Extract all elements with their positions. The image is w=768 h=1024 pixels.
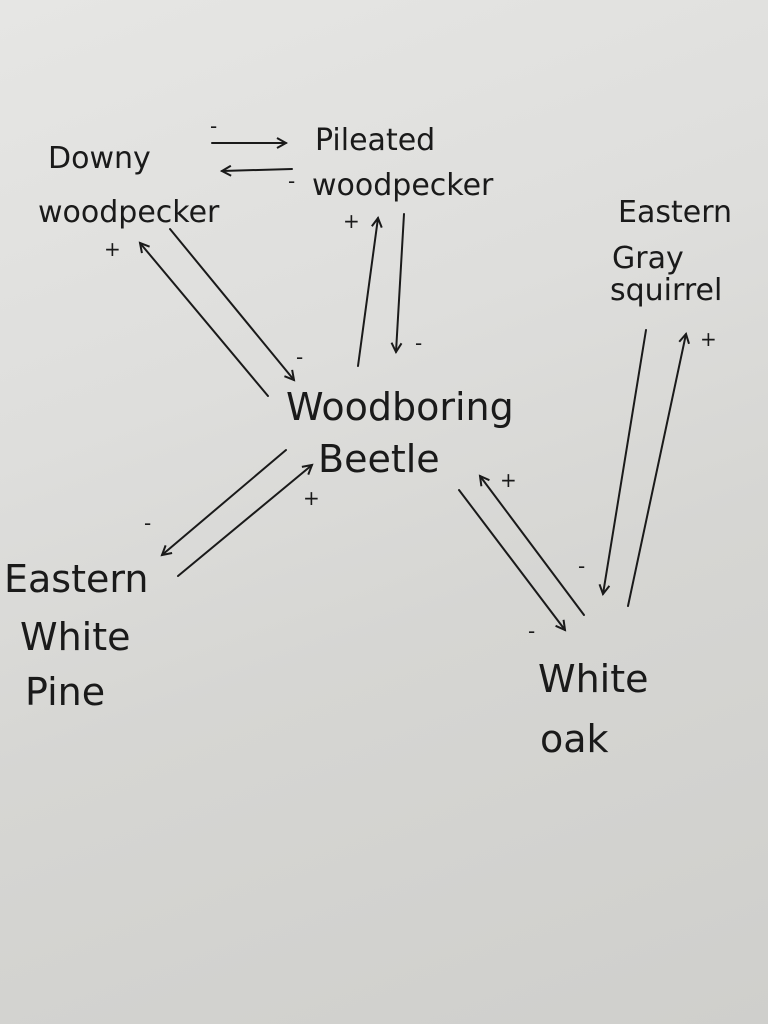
edge-sign: + <box>104 237 121 261</box>
edge-pileated-to-downy: - <box>222 169 295 193</box>
edge-sign: - <box>578 554 585 578</box>
edge-downy-to-beetle: - <box>169 228 303 380</box>
edge-beetle-to-oak: - <box>458 489 565 643</box>
edge-sign: - <box>528 619 535 643</box>
edge-sign: - <box>288 169 295 193</box>
edge-sign: + <box>343 209 360 233</box>
node-pileated-woodpecker: Pileated woodpecker <box>312 123 494 203</box>
node-label: Woodboring <box>286 385 514 429</box>
arrow <box>140 243 269 397</box>
node-downy-woodpecker: Downy woodpecker <box>38 141 220 230</box>
edge-beetle-to-pine: - <box>144 449 287 555</box>
arrow <box>396 213 405 352</box>
edge-pileated-to-beetle: - <box>396 213 422 355</box>
arrow <box>222 169 293 171</box>
arrow <box>627 334 686 607</box>
arrow <box>603 329 647 594</box>
edge-sign: + <box>500 468 517 492</box>
node-label: Eastern <box>618 195 732 230</box>
node-label: White <box>538 657 649 701</box>
node-label: woodpecker <box>38 195 220 230</box>
edge-beetle-to-downy: + <box>104 237 269 397</box>
edge-sign: - <box>210 114 217 138</box>
edge-oak-to-squirrel: + <box>627 327 717 607</box>
node-label: woodpecker <box>312 168 494 203</box>
arrow <box>357 218 378 367</box>
node-label: squirrel <box>610 273 722 308</box>
node-woodboring-beetle: Woodboring Beetle <box>286 385 514 481</box>
node-label: oak <box>540 717 609 761</box>
node-eastern-white-pine: Eastern White Pine <box>4 557 148 714</box>
arrow <box>177 465 312 577</box>
edge-sign: - <box>144 511 151 535</box>
node-label: White <box>20 615 131 659</box>
arrow <box>480 476 585 616</box>
edge-sign: + <box>303 486 320 510</box>
node-label: Gray <box>612 241 684 276</box>
arrow <box>162 449 287 555</box>
arrow <box>169 228 294 380</box>
node-label: Pine <box>25 670 105 714</box>
edge-downy-to-pileated: - <box>210 114 286 143</box>
arrow <box>458 489 565 630</box>
node-eastern-gray-squirrel: Eastern Gray squirrel <box>610 195 732 308</box>
edge-sign: + <box>700 327 717 351</box>
edge-sign: - <box>296 345 303 369</box>
node-label: Eastern <box>4 557 148 601</box>
node-white-oak: White oak <box>538 657 649 761</box>
node-label: Pileated <box>315 123 435 158</box>
edge-sign: - <box>415 331 422 355</box>
node-label: Downy <box>48 141 151 176</box>
node-label: Beetle <box>318 437 440 481</box>
edge-pine-to-beetle: + <box>177 465 320 577</box>
edge-squirrel-to-oak: - <box>578 329 647 594</box>
edge-oak-to-beetle: + <box>480 468 585 616</box>
edge-beetle-to-pileated: + <box>343 209 378 367</box>
